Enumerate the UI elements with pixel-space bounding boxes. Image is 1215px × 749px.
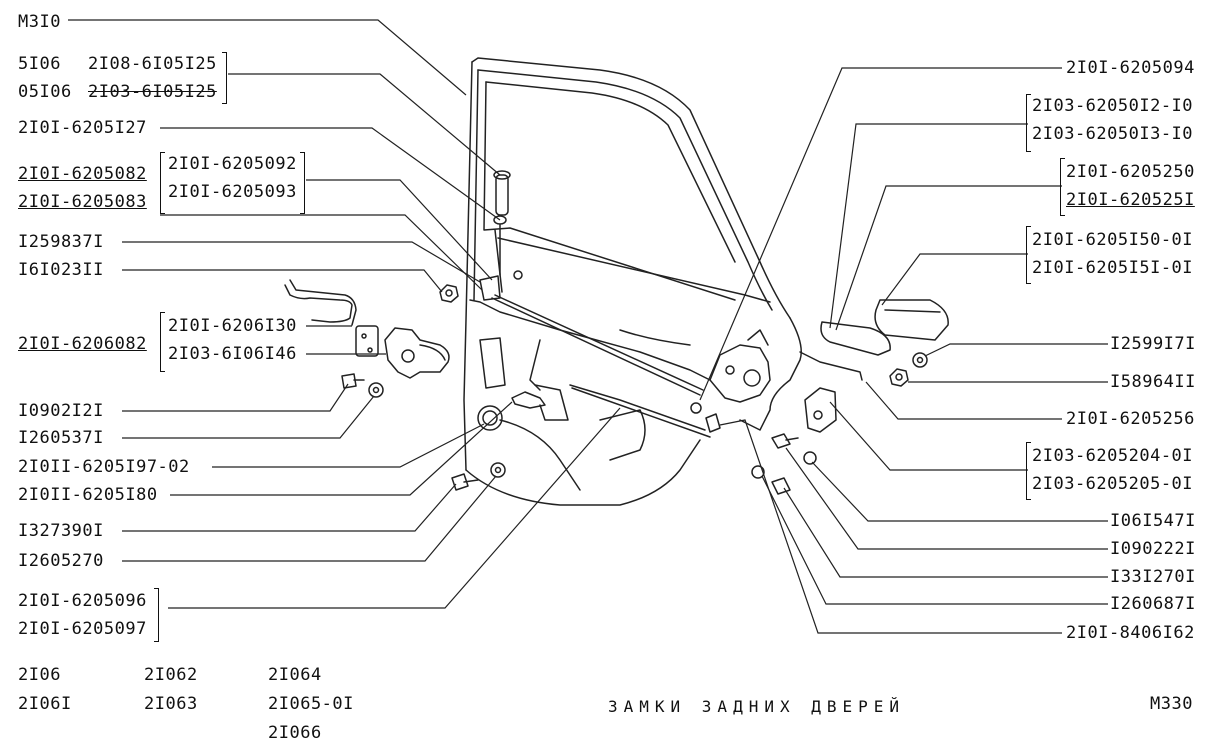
washer-left	[368, 382, 384, 398]
label-2101-6205127: 2I0I-6205I27	[18, 118, 147, 138]
washer-lower-left	[490, 462, 506, 478]
label-1259917: I2599I7I	[1110, 334, 1196, 354]
handle-gasket	[820, 321, 891, 356]
label-1090212: I0902I2I	[18, 401, 104, 421]
label-1331270: I33I270I	[1110, 567, 1196, 587]
model-col2-a: 2I062	[144, 665, 198, 685]
label-05106: 05I06	[18, 82, 72, 102]
label-21011-6205180: 2I0II-6205I80	[18, 485, 158, 505]
label-2101-6205256: 2I0I-6205256	[1066, 409, 1195, 429]
label-2103-6205013-10: 2I03-62050I3-I0	[1032, 124, 1194, 144]
lock-clip	[690, 402, 721, 433]
inner-panel	[479, 329, 691, 491]
label-2108-6105125: 2I08-6I05I25	[88, 54, 217, 74]
label-2101-6205250: 2I0I-6205250	[1066, 162, 1195, 182]
bracket-left-150	[1026, 226, 1031, 284]
lock-rods	[491, 224, 711, 438]
label-2103-6106146: 2I03-6I06I46	[168, 344, 297, 364]
handle-bezel	[477, 405, 503, 431]
label-2101-6205093: 2I0I-6205093	[168, 182, 297, 202]
label-m3i0: M3I0	[18, 12, 61, 32]
outer-handle	[874, 299, 949, 341]
striker-plate	[355, 325, 379, 357]
nut-right	[889, 368, 909, 387]
label-2101-6205094: 2I0I-6205094	[1066, 58, 1195, 78]
bracket-left-204	[1026, 442, 1031, 500]
label-1260687: I260687I	[1110, 594, 1196, 614]
page-code: M330	[1150, 694, 1193, 714]
bracket-left-250	[1060, 158, 1065, 216]
label-2101-8406162: 2I0I-8406I62	[1066, 623, 1195, 643]
model-col2-b: 2I063	[144, 694, 198, 714]
screw-right-2	[771, 477, 791, 495]
label-2101-6206082: 2I0I-6206082	[18, 334, 147, 354]
label-2103-6205205-01: 2I03-6205205-0I	[1032, 474, 1194, 494]
bracket-right-096	[154, 588, 159, 642]
screw-right-1	[771, 433, 799, 449]
label-2101-6205092: 2I0I-6205092	[168, 154, 297, 174]
remote-lock-mechanism	[384, 327, 450, 379]
bracket-left-012	[1026, 94, 1031, 152]
bracket-right-top	[222, 52, 227, 104]
lock-striker	[804, 387, 837, 433]
leader-lines	[68, 19, 1108, 634]
bracket-left-092	[160, 152, 165, 214]
washer-right-2	[803, 451, 817, 465]
washer-right	[912, 352, 928, 368]
label-2101-6205151-01: 2I0I-6205I5I-0I	[1032, 258, 1194, 278]
spring-wire	[284, 279, 357, 326]
label-2101-6205150-01: 2I0I-6205I50-0I	[1032, 230, 1194, 250]
model-col1-a: 2I06	[18, 665, 61, 685]
lock-button	[493, 170, 523, 280]
model-col3-a: 2I064	[268, 665, 322, 685]
link-rod-right	[799, 351, 863, 381]
label-1589641: I58964II	[1110, 372, 1196, 392]
label-21011-6205197-02: 2I0II-6205I97-02	[18, 457, 190, 477]
label-2101-6206130: 2I0I-6206I30	[168, 316, 297, 336]
label-1259837: I259837I	[18, 232, 104, 252]
bracket-right-092	[300, 152, 305, 214]
model-col3-c: 2I066	[268, 723, 322, 743]
door-frame	[463, 57, 802, 506]
label-1327390: I327390I	[18, 521, 104, 541]
label-1260527: I2605270	[18, 551, 104, 571]
label-5106: 5I06	[18, 54, 61, 74]
label-1260537: I260537I	[18, 428, 104, 448]
door-lock	[709, 329, 771, 403]
label-2101-6205251: 2I0I-620525I	[1066, 190, 1195, 210]
label-1090222: I090222I	[1110, 539, 1196, 559]
label-2103-6205204-01: 2I03-6205204-0I	[1032, 446, 1194, 466]
model-col1-b: 2I06I	[18, 694, 72, 714]
label-2101-6205083: 2I0I-6205083	[18, 192, 147, 212]
screw-left	[341, 373, 365, 389]
label-2101-6205082: 2I0I-6205082	[18, 164, 147, 184]
label-2101-6205096: 2I0I-6205096	[18, 591, 147, 611]
label-2103-6105125: 2I03-6I05I25	[88, 82, 217, 102]
page-title: ЗАМКИ ЗАДНИХ ДВЕРЕЙ	[608, 697, 906, 716]
washer-right-3	[751, 465, 765, 479]
label-2101-6205097: 2I0I-6205097	[18, 619, 147, 639]
model-col3-b: 2I065-0I	[268, 694, 354, 714]
rod-clip	[479, 275, 501, 301]
bracket-left-6206130	[160, 312, 165, 372]
nut	[439, 284, 459, 303]
inner-handle	[511, 384, 569, 421]
label-1610231: I6I023II	[18, 260, 104, 280]
label-2103-6205012-10: 2I03-62050I2-I0	[1032, 96, 1194, 116]
label-1061547: I06I547I	[1110, 511, 1196, 531]
